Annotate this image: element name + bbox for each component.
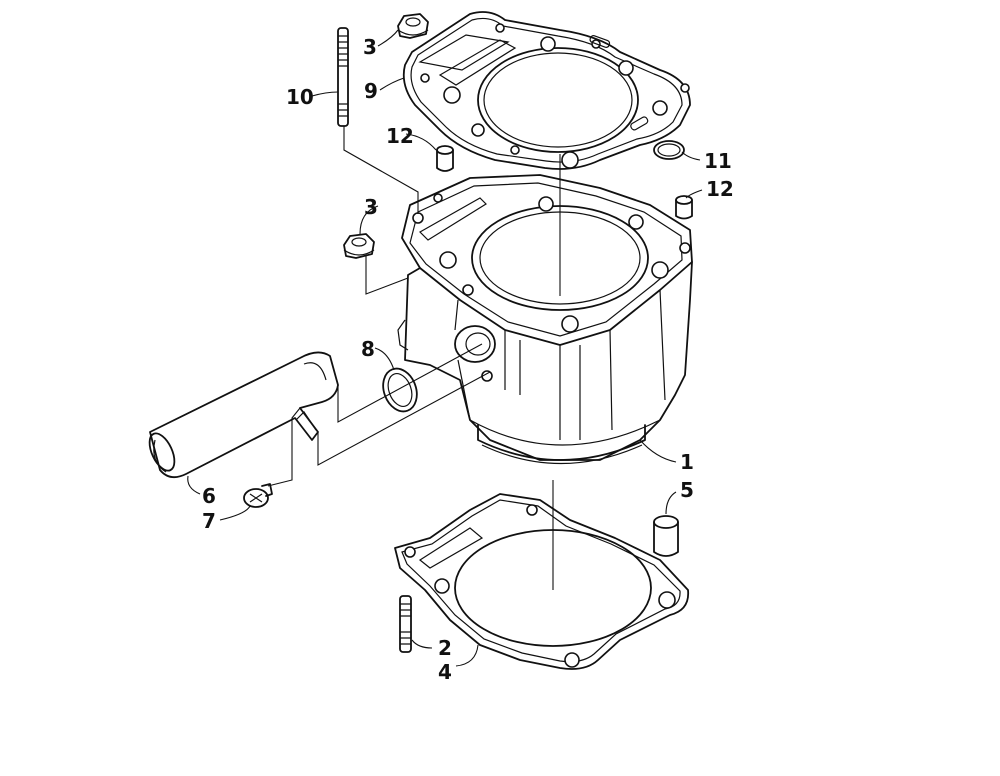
callout-9: 9 bbox=[364, 79, 378, 103]
cylinder-block bbox=[397, 174, 693, 465]
callout-3-top: 3 bbox=[363, 35, 377, 59]
flange-nut-top bbox=[397, 13, 429, 39]
callout-5: 5 bbox=[680, 478, 694, 502]
dowel-pin-right bbox=[675, 195, 693, 220]
callout-11: 11 bbox=[704, 149, 732, 173]
dowel-pin-left bbox=[436, 145, 454, 172]
callout-4: 4 bbox=[438, 660, 452, 684]
callout-12-left: 12 bbox=[386, 124, 414, 148]
long-stud bbox=[337, 27, 349, 127]
base-gasket bbox=[394, 493, 690, 670]
o-ring bbox=[653, 140, 685, 160]
callout-8: 8 bbox=[361, 337, 375, 361]
o-ring-port bbox=[382, 367, 418, 413]
callout-10: 10 bbox=[286, 85, 314, 109]
leader-lines bbox=[187, 29, 703, 667]
head-gasket bbox=[402, 11, 691, 170]
callout-7: 7 bbox=[202, 509, 216, 533]
callout-12-right: 12 bbox=[706, 177, 734, 201]
callout-labels: 3 9 10 12 11 12 3 8 1 5 6 7 2 4 bbox=[202, 35, 734, 684]
screw bbox=[243, 483, 273, 508]
callout-6: 6 bbox=[202, 484, 216, 508]
short-stud bbox=[399, 595, 412, 653]
flange-nut-middle bbox=[343, 233, 375, 259]
callout-2: 2 bbox=[438, 636, 452, 660]
callout-3-middle: 3 bbox=[364, 195, 378, 219]
coolant-elbow bbox=[148, 351, 339, 479]
dowel-sleeve bbox=[653, 515, 679, 557]
callout-1: 1 bbox=[680, 450, 694, 474]
